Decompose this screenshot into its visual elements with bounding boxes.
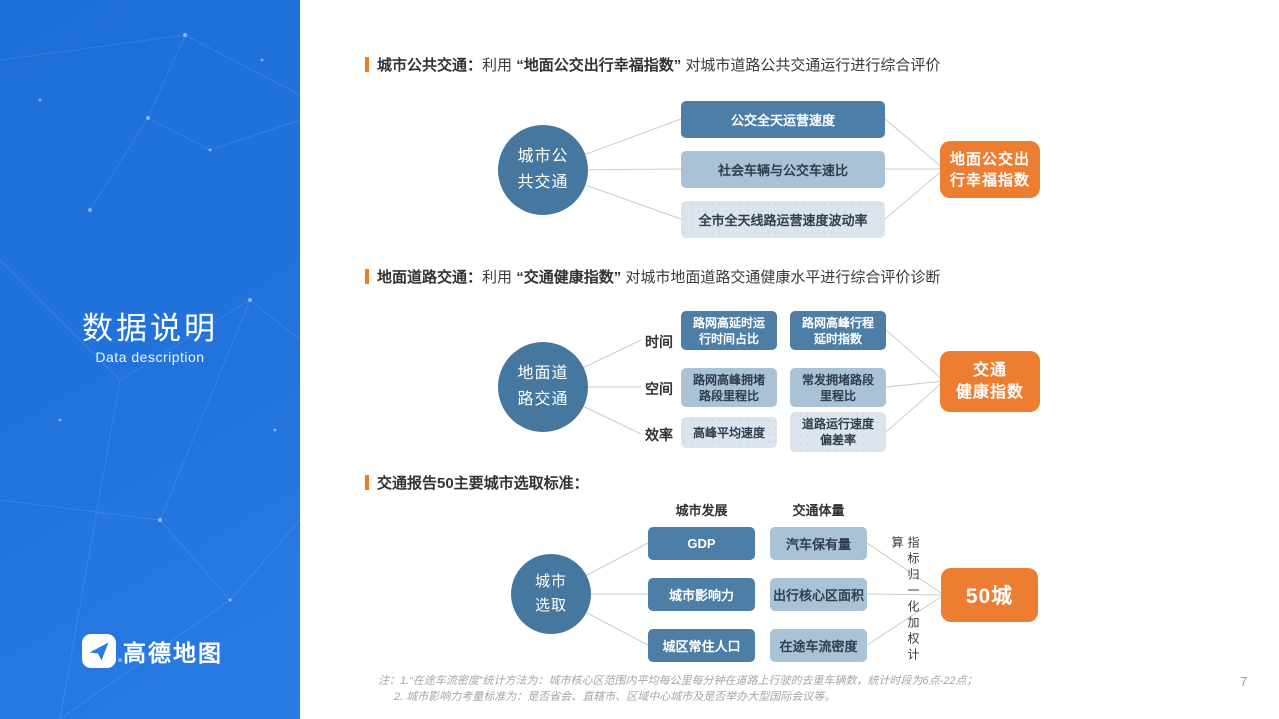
section2-source-circle: 地面道 路交通 <box>498 342 588 432</box>
metric-label: 路网高峰行程 <box>801 315 874 330</box>
criteria-label: 城市影响力 <box>668 588 734 603</box>
section2-heading-lead: 地面道路交通： <box>377 269 483 286</box>
section1-heading-quoted: “地面公交出行幸福指数” <box>516 57 682 74</box>
dimension-label-space: 空间 <box>645 381 673 397</box>
normalization-note: 指标归一化加权计算 <box>890 536 920 664</box>
result-line: 交通 <box>972 361 1007 379</box>
section2-heading-quoted: “交通健康指数” <box>516 269 622 286</box>
criteria-box: 在途车流密度 <box>770 629 867 662</box>
section1-heading-mid: 利用 <box>482 57 517 74</box>
metric-label: 全市全天线路运营速度波动率 <box>698 213 868 228</box>
circle-line: 共交通 <box>517 174 569 191</box>
footnote-line1: 注：1.“在途车流密度”统计方法为：城市核心区范围内平均每公里每分钟在道路上行驶… <box>378 675 978 687</box>
sidebar: 数据说明 Data description 高德地图 <box>0 0 300 719</box>
metric-box: 路网高峰行程 延时指数 <box>790 311 886 350</box>
metric-box: 全市全天线路运营速度波动率 <box>681 201 885 238</box>
metric-label: 高峰平均速度 <box>692 425 765 440</box>
metric-label: 社会车辆与公交车速比 <box>717 163 848 178</box>
criteria-label: 出行核心区面积 <box>772 588 864 603</box>
paper-plane-icon <box>82 634 116 668</box>
criteria-label: 在途车流密度 <box>779 639 858 654</box>
result-line: 健康指数 <box>955 383 1024 401</box>
section1-heading-lead: 城市公共交通： <box>377 57 483 74</box>
amap-logo: 高德地图 <box>82 633 223 669</box>
heading-bullet <box>365 475 369 490</box>
criteria-label: 城区常住人口 <box>662 639 741 654</box>
metric-box: 公交全天运营速度 <box>681 101 885 138</box>
section2-heading-tail: 对城市地面道路交通健康水平进行综合评价诊断 <box>621 269 941 286</box>
dimension-label-efficiency: 效率 <box>645 427 673 443</box>
criteria-box: 城区常住人口 <box>648 629 755 662</box>
section3-heading: 交通报告50主要城市选取标准： <box>365 474 589 494</box>
circle-line: 城市公 <box>517 148 569 166</box>
result-line: 50城 <box>965 585 1014 608</box>
metric-box: 常发拥堵路段 里程比 <box>790 368 886 407</box>
metric-box: 路网高峰拥堵 路段里程比 <box>681 368 777 407</box>
metric-label: 延时指数 <box>813 331 862 346</box>
column-header-traffic-volume: 交通体量 <box>792 503 845 518</box>
result-line: 地面公交出 <box>949 150 1030 168</box>
metric-label: 常发拥堵路段 <box>801 372 874 387</box>
section2-result-box: 交通 健康指数 <box>940 351 1040 412</box>
metric-label: 偏差率 <box>819 433 856 447</box>
metric-label: 公交全天运营速度 <box>730 113 835 128</box>
metric-label: 路段里程比 <box>698 388 759 403</box>
metric-label: 路网高延时运 <box>692 315 765 330</box>
heading-bullet <box>365 269 369 284</box>
criteria-box: 出行核心区面积 <box>770 578 867 611</box>
section3-heading-lead: 交通报告50主要城市选取标准： <box>377 475 589 492</box>
circle-line: 城市 <box>534 573 567 590</box>
page-title: 数据说明 <box>82 311 218 346</box>
heading-bullet <box>365 57 369 72</box>
metric-label: 行时间占比 <box>698 331 759 346</box>
section3-result-box: 50城 <box>941 568 1038 622</box>
metric-box: 路网高延时运 行时间占比 <box>681 311 777 350</box>
page-number: 7 <box>1240 674 1248 689</box>
metric-box: 高峰平均速度 <box>681 417 777 448</box>
circle-line: 选取 <box>534 597 567 614</box>
metric-label: 道路运行速度 <box>801 417 874 431</box>
network-pattern-decor <box>0 33 300 719</box>
footnote-line2: 2. 城市影响力考量标准为：是否省会、直辖市、区域中心城市及是否举办大型国际会议… <box>394 691 836 703</box>
criteria-label: 汽车保有量 <box>785 537 851 552</box>
metric-label: 里程比 <box>819 388 856 403</box>
logo-text: 高德地图 <box>123 640 223 666</box>
criteria-box: GDP <box>648 527 755 560</box>
result-line: 行幸福指数 <box>949 171 1030 189</box>
circle-line: 地面道 <box>517 365 569 383</box>
criteria-box: 城市影响力 <box>648 578 755 611</box>
criteria-box: 汽车保有量 <box>770 527 867 560</box>
section2-heading: 地面道路交通：利用 “交通健康指数” 对城市地面道路交通健康水平进行综合评价诊断 <box>365 268 940 288</box>
dimension-label-time: 时间 <box>645 334 673 350</box>
section1-result-box: 地面公交出 行幸福指数 <box>940 141 1040 198</box>
section3-source-circle: 城市 选取 <box>511 554 591 634</box>
metric-box: 道路运行速度 偏差率 <box>790 412 886 452</box>
section1-source-circle: 城市公 共交通 <box>498 125 588 215</box>
criteria-label: GDP <box>687 536 716 551</box>
metric-box: 社会车辆与公交车速比 <box>681 151 885 188</box>
metric-label: 路网高峰拥堵 <box>692 372 765 387</box>
section1-heading-tail: 对城市道路公共交通运行进行综合评价 <box>681 57 941 74</box>
page-subtitle: Data description <box>95 349 205 365</box>
section2-heading-mid: 利用 <box>482 269 517 286</box>
column-header-city-development: 城市发展 <box>675 503 728 518</box>
circle-line: 路交通 <box>517 391 569 408</box>
section1-heading: 城市公共交通：利用 “地面公交出行幸福指数” 对城市道路公共交通运行进行综合评价 <box>365 56 940 76</box>
